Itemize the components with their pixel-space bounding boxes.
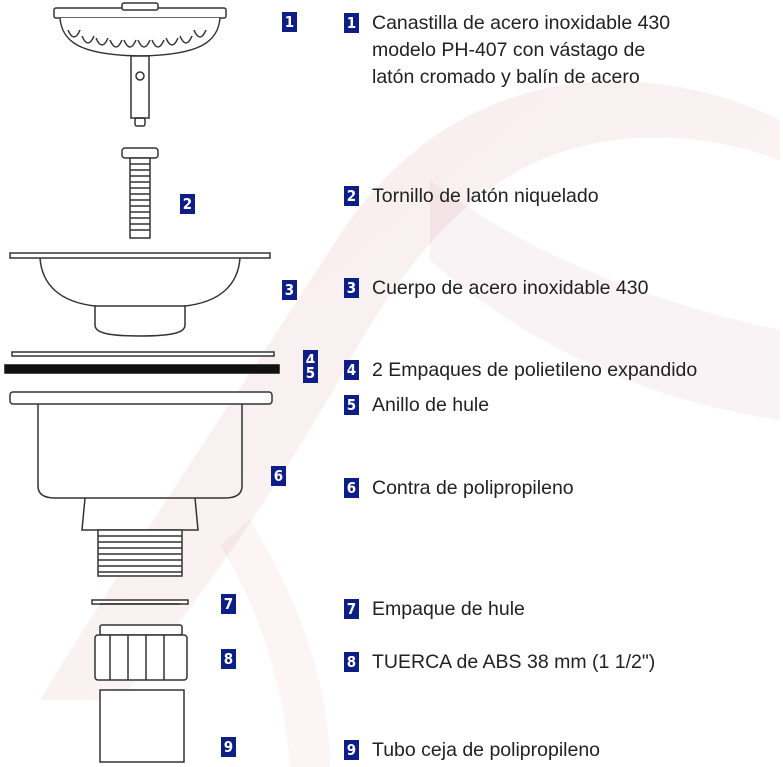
diagram-badge-9: 9 [221, 737, 236, 757]
part-4-gasket [11, 351, 275, 357]
legend-badge-6: 6 [344, 478, 359, 498]
legend-badge-9: 9 [344, 740, 359, 760]
diagram-badge-1: 1 [282, 12, 297, 32]
watermark-wing [430, 180, 780, 420]
legend-label-2: Tornillo de latón niquelado [372, 185, 599, 207]
exploded-parts-drawing [4, 2, 280, 763]
legend-label-6: Contra de polipropileno [372, 477, 574, 499]
part-3-body [9, 252, 271, 337]
legend-badge-5: 5 [344, 395, 359, 415]
legend-label-1-line-1: Canastilla de acero inoxidable 430 [372, 12, 671, 34]
legend-label-9: Tubo ceja de polipropileno [372, 739, 601, 761]
diagram-badge-3: 3 [282, 280, 297, 300]
legend-label-1-line-3: latón cromado y balín de acero [372, 66, 640, 88]
diagram-badge-7: 7 [221, 594, 236, 614]
diagram-badge-5: 5 [303, 363, 318, 383]
diagram-badge-8: 8 [221, 649, 236, 669]
part-9-tube [99, 689, 185, 763]
legend-label-1: Canastilla de acero inoxidable 430 model… [372, 10, 670, 91]
diagram-badge-2: 2 [180, 194, 195, 214]
legend-badge-3: 3 [344, 278, 359, 298]
legend-badge-4: 4 [344, 360, 359, 380]
diagram-badge-6: 6 [271, 466, 286, 486]
part-1-basket [53, 2, 227, 127]
part-6-counter [9, 391, 273, 577]
legend-badge-1: 1 [344, 13, 359, 33]
legend-label-4: 2 Empaques de polietileno expandido [372, 359, 698, 381]
legend-label-3: Cuerpo de acero inoxidable 430 [372, 277, 649, 299]
legend-label-7: Empaque de hule [372, 598, 525, 620]
legend-label-1-line-2: modelo PH-407 con vástago de [372, 39, 646, 61]
watermark-tail [220, 520, 330, 767]
legend-label-5: Anillo de hule [372, 394, 490, 416]
part-5-rubber-ring [4, 364, 280, 374]
legend-label-8: TUERCA de ABS 38 mm (1 1/2") [372, 651, 656, 673]
part-7-gasket [91, 599, 189, 605]
legend-badge-2: 2 [344, 186, 359, 206]
legend-badge-7: 7 [344, 599, 359, 619]
part-8-nut [94, 624, 188, 681]
legend-badge-8: 8 [344, 652, 359, 672]
part-2-screw [121, 147, 159, 239]
watermark-swoosh [40, 81, 780, 701]
